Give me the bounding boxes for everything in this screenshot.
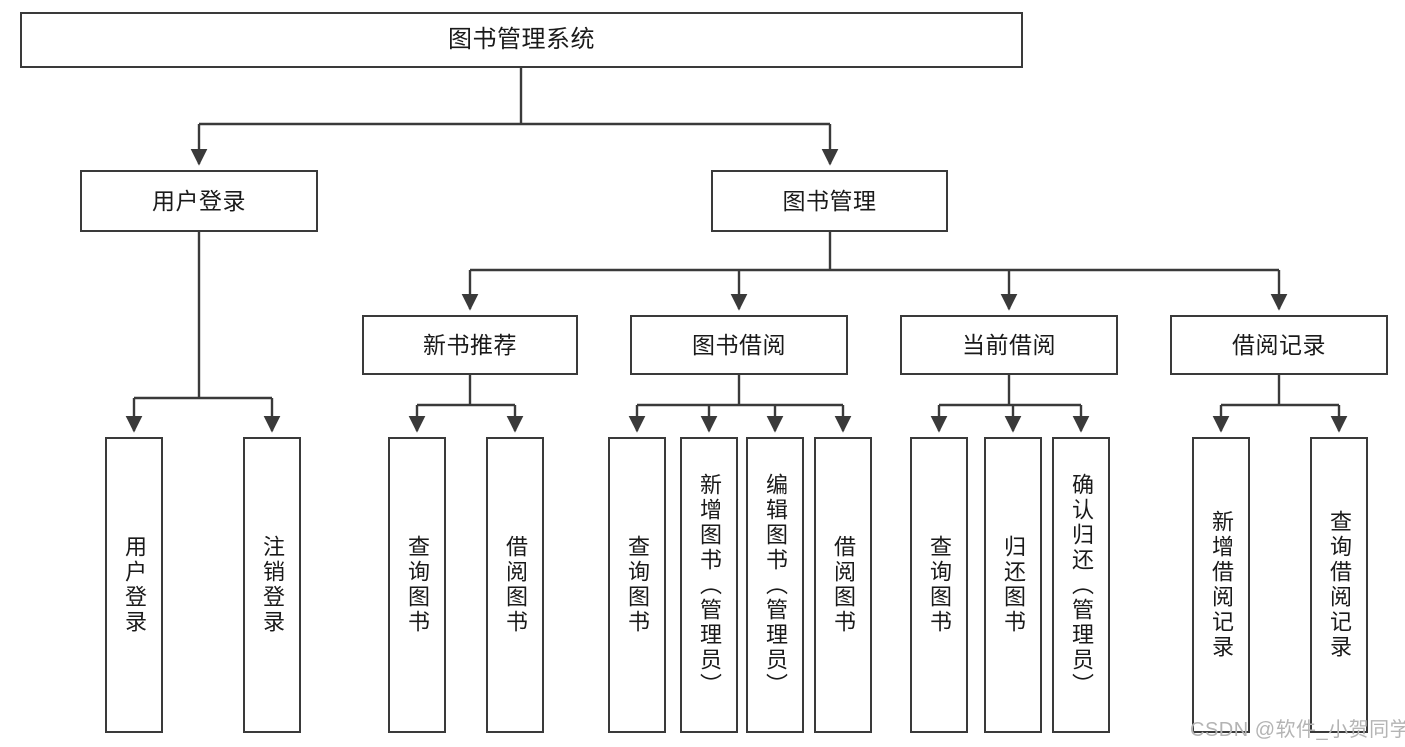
- node-leaf-query-record-label: 查询借阅记录: [1327, 510, 1352, 660]
- node-leaf-query-book-1[interactable]: 查询图书: [388, 437, 446, 733]
- node-leaf-query-record[interactable]: 查询借阅记录: [1310, 437, 1368, 733]
- node-leaf-borrow-book-1[interactable]: 借阅图书: [486, 437, 544, 733]
- node-user-login-label: 用户登录: [152, 187, 246, 214]
- node-leaf-logout-login-label: 注销登录: [260, 535, 285, 635]
- node-leaf-query-book-3[interactable]: 查询图书: [910, 437, 968, 733]
- node-book-borrow[interactable]: 图书借阅: [630, 315, 848, 375]
- node-leaf-user-login-label: 用户登录: [122, 535, 147, 635]
- node-leaf-add-book-label: 新增图书（管理员）: [697, 472, 722, 698]
- node-root-label: 图书管理系统: [448, 26, 595, 54]
- node-leaf-borrow-book-2-label: 借阅图书: [831, 535, 856, 635]
- node-borrow-record-label: 借阅记录: [1232, 331, 1326, 358]
- node-borrow-record[interactable]: 借阅记录: [1170, 315, 1388, 375]
- node-leaf-return-book[interactable]: 归还图书: [984, 437, 1042, 733]
- node-leaf-edit-book[interactable]: 编辑图书（管理员）: [746, 437, 804, 733]
- node-user-login[interactable]: 用户登录: [80, 170, 318, 232]
- node-leaf-logout-login[interactable]: 注销登录: [243, 437, 301, 733]
- csdn-watermark: CSDN @软件_小贺同学: [1190, 719, 1405, 741]
- node-leaf-query-book-1-label: 查询图书: [405, 535, 430, 635]
- node-leaf-confirm-return[interactable]: 确认归还（管理员）: [1052, 437, 1110, 733]
- node-current-borrow-label: 当前借阅: [962, 331, 1056, 358]
- node-leaf-borrow-book-1-label: 借阅图书: [503, 535, 528, 635]
- node-book-manage[interactable]: 图书管理: [711, 170, 948, 232]
- node-leaf-confirm-return-label: 确认归还（管理员）: [1069, 472, 1094, 698]
- node-leaf-add-record-label: 新增借阅记录: [1209, 510, 1234, 660]
- node-leaf-query-book-2[interactable]: 查询图书: [608, 437, 666, 733]
- node-new-book-recommend-label: 新书推荐: [423, 331, 517, 358]
- node-leaf-user-login[interactable]: 用户登录: [105, 437, 163, 733]
- node-root[interactable]: 图书管理系统: [20, 12, 1023, 68]
- node-leaf-add-record[interactable]: 新增借阅记录: [1192, 437, 1250, 733]
- node-leaf-add-book[interactable]: 新增图书（管理员）: [680, 437, 738, 733]
- node-leaf-query-book-2-label: 查询图书: [625, 535, 650, 635]
- node-book-manage-label: 图书管理: [782, 187, 877, 214]
- node-leaf-query-book-3-label: 查询图书: [927, 535, 952, 635]
- node-current-borrow[interactable]: 当前借阅: [900, 315, 1118, 375]
- node-leaf-borrow-book-2[interactable]: 借阅图书: [814, 437, 872, 733]
- node-leaf-return-book-label: 归还图书: [1001, 535, 1026, 635]
- node-leaf-edit-book-label: 编辑图书（管理员）: [763, 472, 788, 698]
- node-book-borrow-label: 图书借阅: [692, 331, 786, 358]
- node-new-book-recommend[interactable]: 新书推荐: [362, 315, 578, 375]
